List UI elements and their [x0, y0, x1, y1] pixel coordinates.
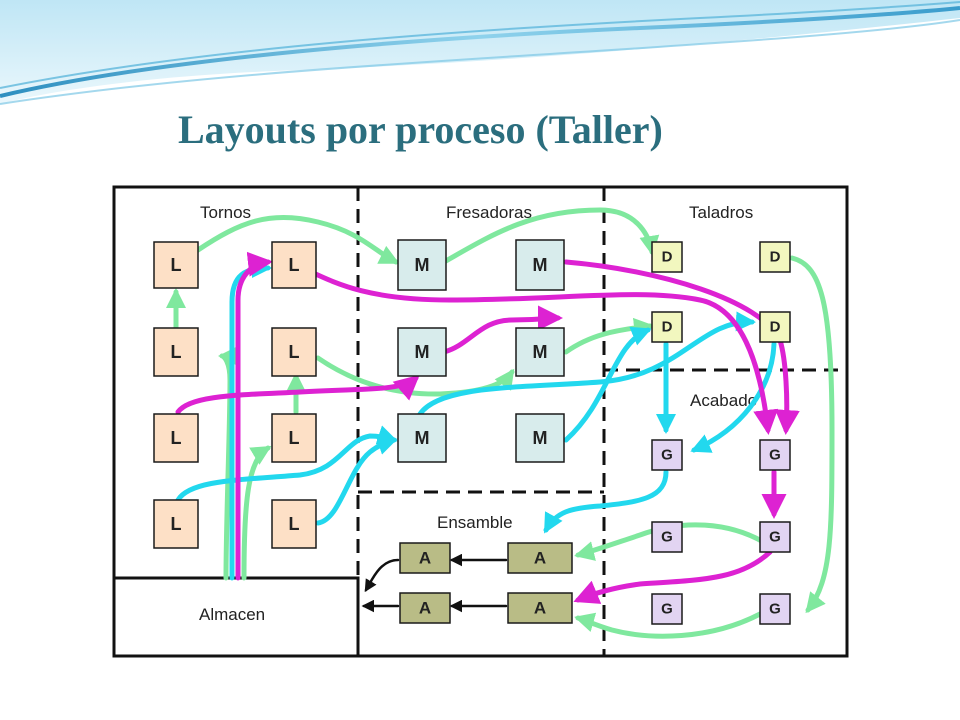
plant-outline	[112, 185, 849, 658]
grinder-machine: G	[759, 439, 791, 471]
lathe-label: L	[289, 342, 300, 362]
drill-machine: D	[759, 311, 791, 343]
assembly-station: A	[507, 592, 573, 624]
flow-green-g4-a4	[574, 611, 763, 639]
mills: M M M M M M	[397, 239, 565, 463]
flow-magenta-g3-a3	[573, 549, 773, 604]
zone-label-tornos: Tornos	[200, 203, 251, 222]
flow-green-almacen-l3	[218, 346, 239, 581]
flow-green-d2-g6	[789, 255, 835, 614]
slide-title: Layouts por proceso (Taller)	[178, 107, 663, 152]
grinder-machine: G	[759, 593, 791, 625]
lathe-machine: L	[153, 327, 199, 377]
drills: D D D D	[651, 241, 791, 343]
grinder-machine: G	[759, 521, 791, 553]
lathes: L L L L L L L L	[153, 241, 317, 549]
lathe-label: L	[171, 255, 182, 275]
lathe-machine: L	[271, 241, 317, 289]
grinder-machine: G	[651, 593, 683, 625]
zone-label-fresadoras: Fresadoras	[446, 203, 532, 222]
lathe-machine: L	[271, 499, 317, 549]
lathe-label: L	[289, 255, 300, 275]
mill-label: M	[415, 342, 430, 362]
flow-cyan-m7-d4	[417, 311, 756, 417]
material-flow-arrows	[166, 207, 835, 639]
drill-machine: D	[759, 241, 791, 273]
lathe-machine: L	[153, 241, 199, 289]
mill-label: M	[533, 428, 548, 448]
header-swoosh	[0, 0, 960, 105]
assembly-label: A	[534, 599, 546, 618]
mill-label: M	[415, 255, 430, 275]
flow-green-almacen-l7	[241, 445, 272, 581]
lathe-label: L	[171, 514, 182, 534]
lathe-label: L	[171, 428, 182, 448]
assembly-label: A	[534, 549, 546, 568]
grinder-label: G	[769, 601, 781, 618]
mill-machine: M	[397, 413, 447, 463]
flow-magenta-almacen-l2col2	[235, 251, 273, 581]
flow-magenta-l3-m5	[175, 374, 420, 415]
assembly-station: A	[399, 542, 451, 574]
lathe-machine: L	[271, 413, 317, 463]
mill-label: M	[415, 428, 430, 448]
lathe-label: L	[289, 428, 300, 448]
mill-machine: M	[397, 327, 447, 377]
lathe-machine: L	[153, 499, 199, 549]
drill-label: D	[662, 319, 673, 336]
assembly-label: A	[419, 549, 431, 568]
lathe-label: L	[171, 342, 182, 362]
drill-machine: D	[651, 241, 683, 273]
flow-cyan-l8-m6col	[315, 435, 398, 526]
flow-magenta-l1-g2	[295, 263, 779, 435]
flow-magenta-m4-m5	[441, 305, 563, 355]
grinder-label: G	[661, 601, 673, 618]
drill-label: D	[770, 319, 781, 336]
flow-black-a1-almacen	[364, 558, 400, 593]
flow-cyan-m8-d3	[563, 326, 652, 443]
lathe-machine: L	[153, 413, 199, 463]
plant-layout	[112, 185, 849, 658]
grinders: G G G G G G	[651, 439, 791, 625]
zone-label-acabado: Acabado	[690, 391, 757, 410]
zone-label-almacen: Almacen	[199, 605, 265, 624]
grinder-label: G	[661, 447, 673, 464]
grinder-label: G	[769, 529, 781, 546]
drill-label: D	[662, 249, 673, 266]
flow-green-l6-m5	[315, 355, 515, 397]
grinder-label: G	[661, 529, 673, 546]
flow-cyan-g1-a2	[543, 469, 669, 534]
lathe-label: L	[289, 514, 300, 534]
mill-label: M	[533, 342, 548, 362]
mill-machine: M	[515, 413, 565, 463]
mill-machine: M	[397, 239, 447, 291]
zone-label-taladros: Taladros	[689, 203, 753, 222]
grinder-label: G	[769, 447, 781, 464]
almacen-zone	[112, 576, 360, 658]
assembly-stations: A A A A	[399, 542, 573, 624]
grinder-machine: G	[651, 439, 683, 471]
drill-machine: D	[651, 311, 683, 343]
assembly-station: A	[507, 542, 573, 574]
grinder-machine: G	[651, 521, 683, 553]
drill-label: D	[770, 249, 781, 266]
mill-label: M	[533, 255, 548, 275]
flow-cyan-d4-g1	[690, 341, 777, 453]
zone-label-ensamble: Ensamble	[437, 513, 513, 532]
mill-machine: M	[515, 239, 565, 291]
assembly-label: A	[419, 599, 431, 618]
mill-machine: M	[515, 327, 565, 377]
assembly-station: A	[399, 592, 451, 624]
flow-green-g5-a1	[574, 522, 773, 561]
lathe-machine: L	[271, 327, 317, 377]
flow-green-l1-m1	[195, 214, 400, 265]
flow-green-m1-d1	[441, 207, 660, 265]
